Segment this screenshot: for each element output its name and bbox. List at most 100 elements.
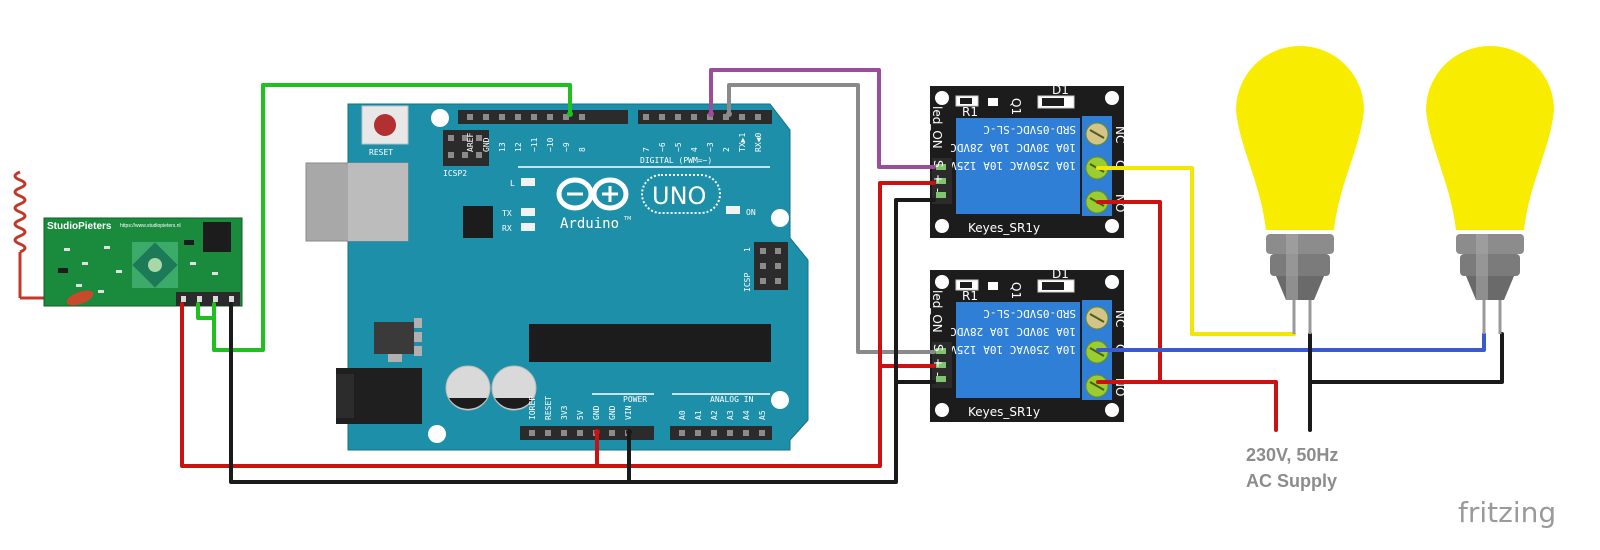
power-header xyxy=(520,426,654,440)
capacitor-orange xyxy=(66,290,94,306)
pin-label: ~9 xyxy=(562,142,571,152)
wire-red-ac-supply xyxy=(1158,380,1278,432)
resistor-label: R1 xyxy=(962,289,978,303)
wire-black-neutral xyxy=(1308,332,1504,384)
transistor xyxy=(988,282,998,290)
relay-input-label: S xyxy=(931,344,945,352)
pin-label: A4 xyxy=(742,410,751,420)
arduino-logo-icon xyxy=(556,177,629,211)
mount-hole xyxy=(431,109,449,127)
pin-label: 2 xyxy=(722,147,731,152)
bulb-glass xyxy=(1426,46,1554,230)
pin-label: GND xyxy=(608,405,617,420)
wire-gray-signal xyxy=(727,83,936,354)
analog-label: ANALOG IN xyxy=(710,395,754,404)
relay-name: Keyes_SR1y xyxy=(968,405,1040,419)
icsp-header xyxy=(754,242,788,290)
pin-label: GND xyxy=(482,137,491,152)
pin-label: 8 xyxy=(578,147,587,152)
relay-rating: 10A 250VAC 10A 125VAC xyxy=(937,343,1076,356)
mount-hole xyxy=(935,403,949,417)
mount-hole xyxy=(935,219,949,233)
wire-red-5v xyxy=(180,181,936,468)
led-on xyxy=(726,206,740,214)
power-label: POWER xyxy=(623,395,647,404)
pin-label: AREF xyxy=(466,133,475,152)
relay-input-label: + xyxy=(931,358,945,368)
pin-label: 13 xyxy=(498,142,507,152)
chip-icon xyxy=(203,222,231,252)
led-l xyxy=(521,178,535,186)
pin-label: RX◀0 xyxy=(754,133,763,152)
pin-label: 5V xyxy=(576,410,585,420)
resistor-label: R1 xyxy=(962,105,978,119)
reset-label: RESET xyxy=(369,148,393,157)
transistor-label: Q1 xyxy=(1009,282,1023,299)
bulb-base xyxy=(1266,234,1334,254)
crystal-component xyxy=(132,242,178,288)
contact-label: NC xyxy=(1113,310,1127,327)
microcontroller-small xyxy=(463,206,493,238)
mount-hole xyxy=(1105,275,1119,289)
wire-green-short xyxy=(196,302,216,320)
mount-hole xyxy=(935,275,949,289)
arduino-tm: TM xyxy=(623,216,631,222)
pin-label: 7 xyxy=(642,147,651,152)
fritzing-watermark: fritzing xyxy=(1458,496,1556,529)
pin-label: RESET xyxy=(544,396,553,420)
relay-coil-body xyxy=(956,118,1080,214)
pin-label: TX▶1 xyxy=(738,133,747,152)
wire-blue-lamp2 xyxy=(1096,332,1486,352)
power-jack xyxy=(336,368,422,424)
receiver-pin-header xyxy=(176,292,240,306)
pin-label: A2 xyxy=(710,410,719,420)
mount-hole xyxy=(771,209,789,227)
mount-hole xyxy=(1105,91,1119,105)
pin-label: A0 xyxy=(678,410,687,420)
ac-supply-line2: AC Supply xyxy=(1246,471,1337,491)
diode-label: D1 xyxy=(1052,83,1069,97)
voltage-regulator xyxy=(374,318,422,362)
wire-black-gnd xyxy=(229,198,936,484)
pin-label: ~10 xyxy=(546,137,555,152)
capacitor xyxy=(445,365,491,411)
pin-label: VIN xyxy=(624,405,633,420)
relay-name: Keyes_SR1y xyxy=(968,221,1040,235)
mount-hole xyxy=(1105,403,1119,417)
relay-input-label: - xyxy=(931,372,945,376)
pin-label: 3V3 xyxy=(560,405,569,420)
led-rx-label: RX xyxy=(502,224,512,233)
icsp2-header xyxy=(443,130,489,166)
led-label: led_ON xyxy=(930,106,944,149)
relay-model: SRD-05VDC-SL-C xyxy=(983,123,1076,136)
pin-label: ~6 xyxy=(658,142,667,152)
ac-supply-line1: 230V, 50Hz xyxy=(1246,445,1338,465)
receiver-brand: StudioPieters xyxy=(47,221,112,232)
wire-yellow-lamp1 xyxy=(1096,166,1296,336)
led-on-label: ON xyxy=(746,208,756,217)
pin-label: A1 xyxy=(694,410,703,420)
mount-hole xyxy=(1105,219,1119,233)
relay-rating: 10A 250VAC 10A 125VAC xyxy=(937,159,1076,172)
pin-label: ~3 xyxy=(706,142,715,152)
icsp2-label: ICSP2 xyxy=(443,169,467,178)
digital-label: DIGITAL (PWM=~) xyxy=(640,156,712,165)
light-bulb-icon xyxy=(1236,46,1364,334)
rf-receiver-module: StudioPieters https://www.studiopieters.… xyxy=(13,170,243,307)
analog-header xyxy=(670,426,772,440)
wire-junctions xyxy=(567,111,732,435)
uno-label: UNO xyxy=(652,182,706,210)
wire-purple-signal xyxy=(709,68,936,169)
relay-input-label: + xyxy=(931,174,945,184)
relay-model: SRD-05VDC-SL-C xyxy=(983,307,1076,320)
pin-label: ~5 xyxy=(674,142,683,152)
wire-green-data xyxy=(212,83,572,352)
pin-label: A5 xyxy=(758,410,767,420)
led-tx xyxy=(521,208,535,216)
